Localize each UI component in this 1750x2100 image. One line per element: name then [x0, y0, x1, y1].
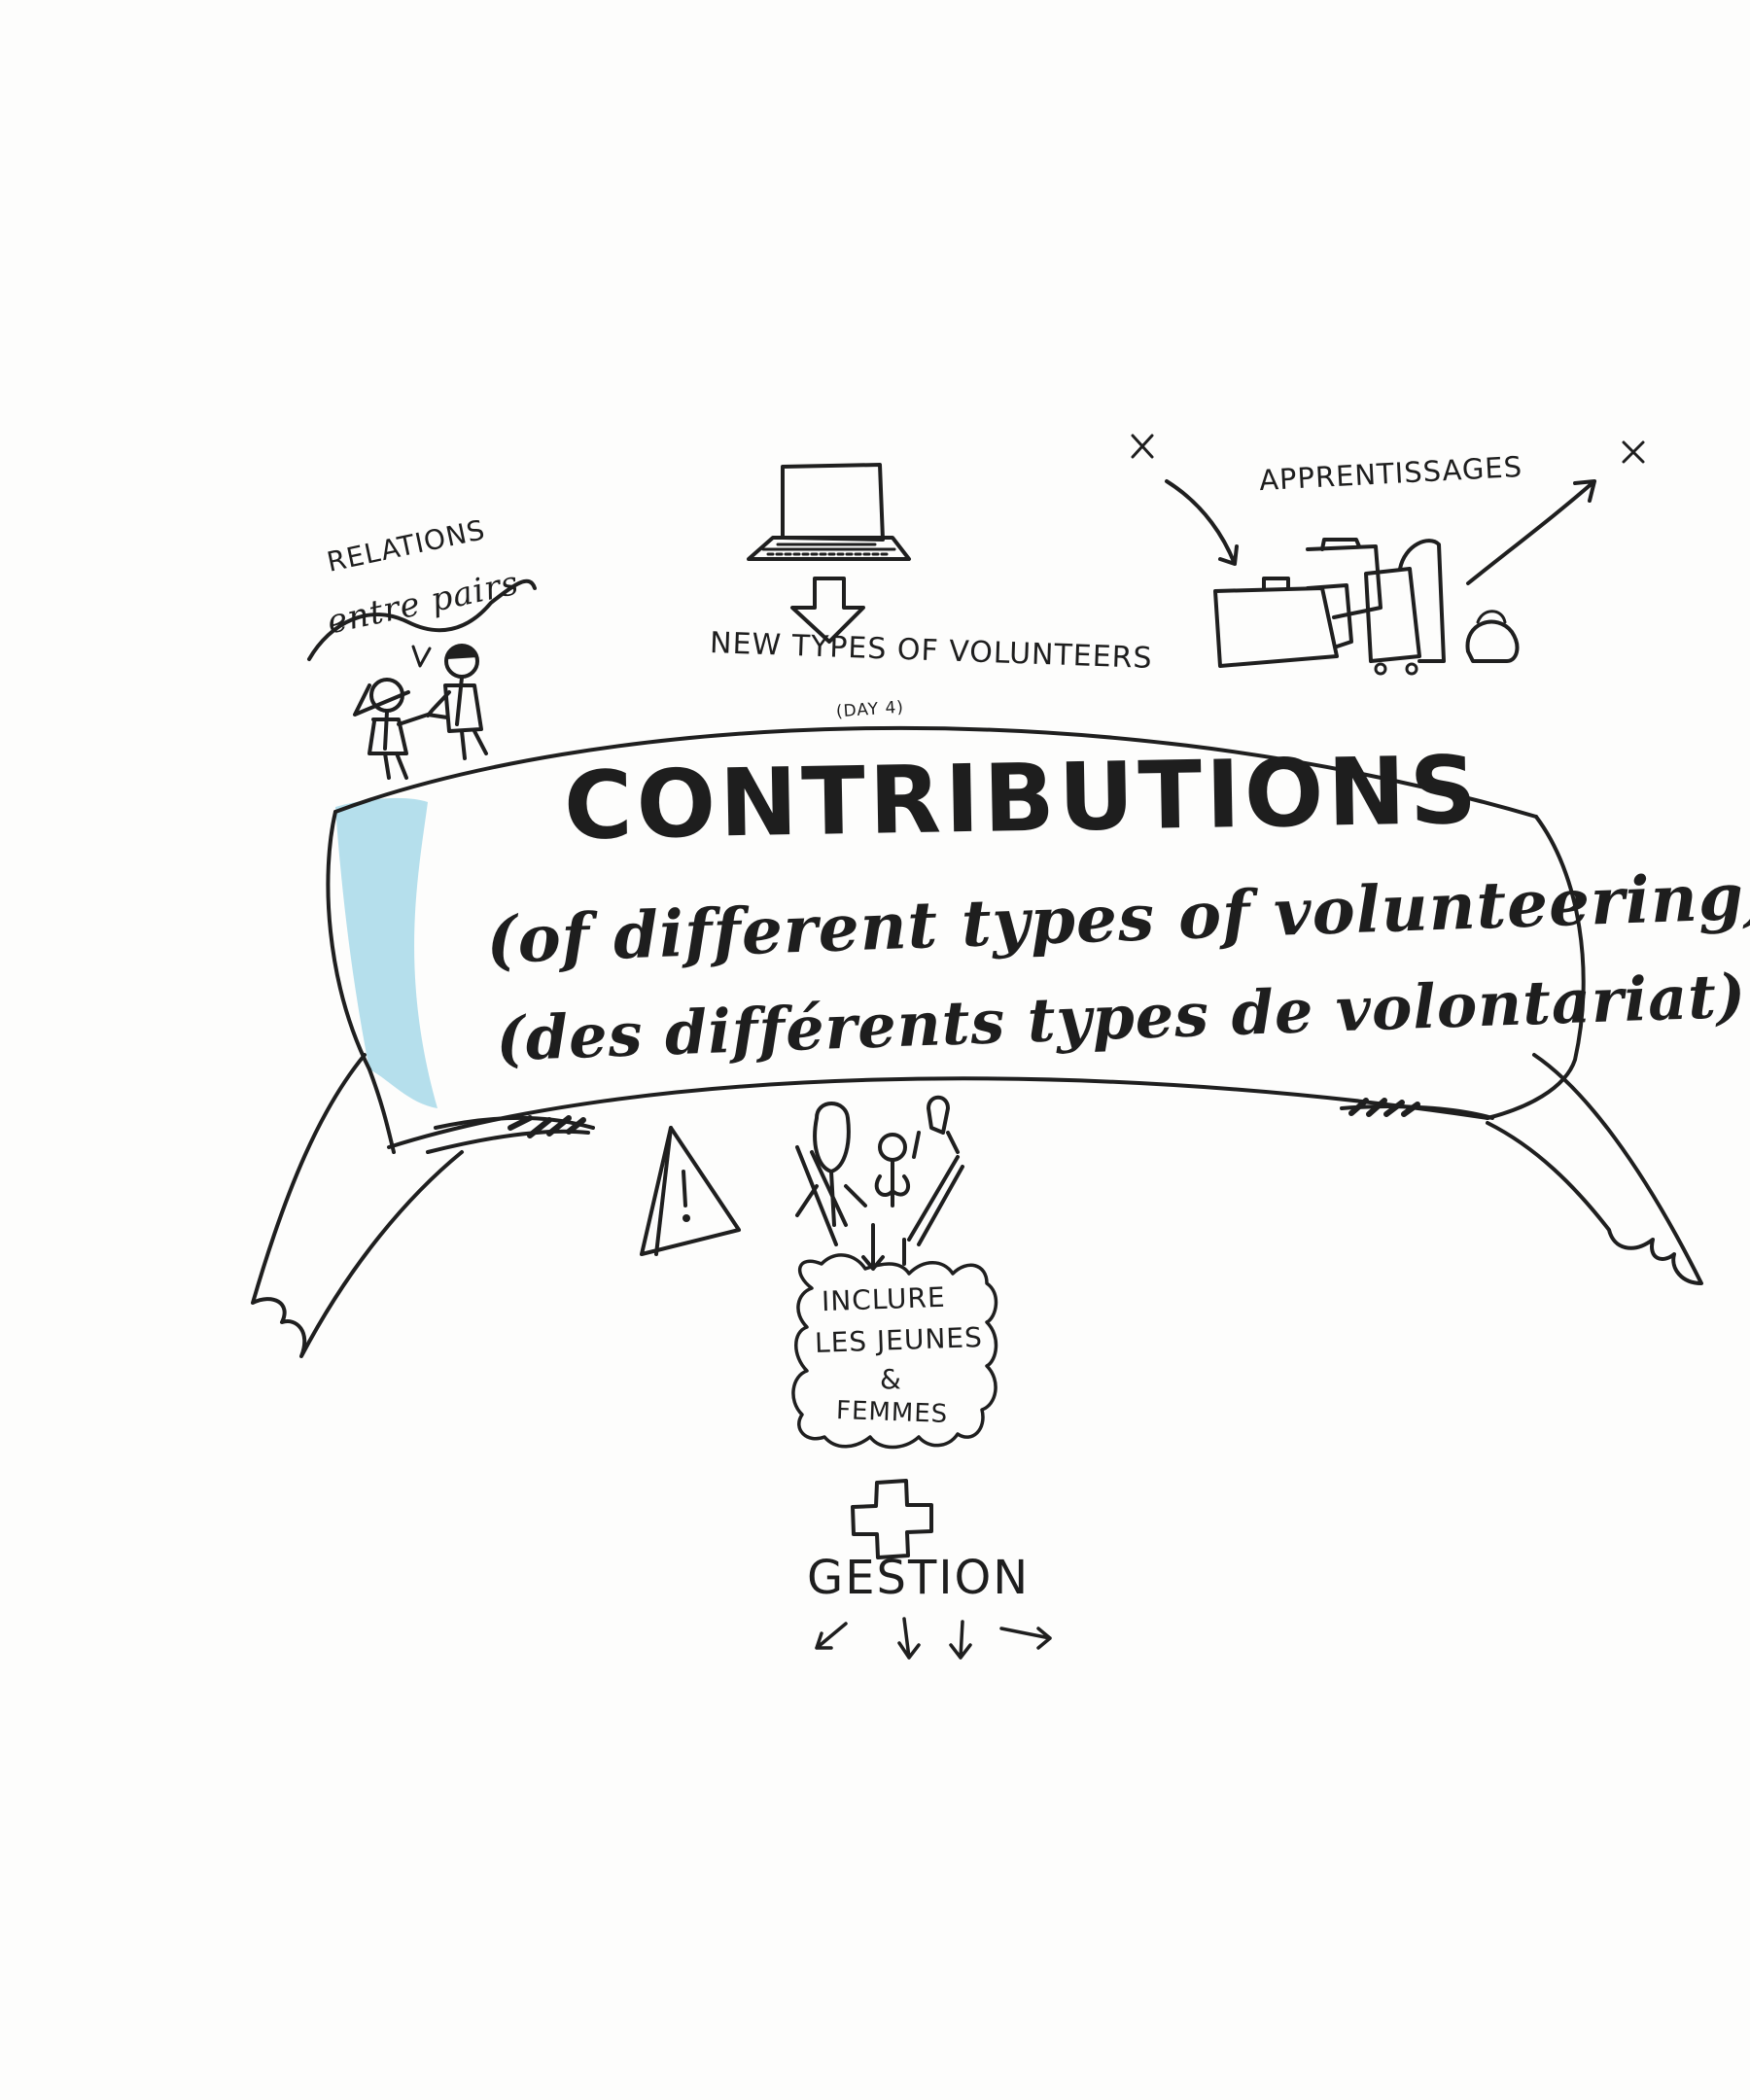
warning-triangle-icon — [640, 1126, 741, 1256]
inclure-line-4: FEMMES — [835, 1395, 949, 1430]
outlined-down-arrow-icon — [790, 577, 865, 644]
inclure-line-3: & — [880, 1363, 902, 1395]
banner-left-tail — [251, 1053, 595, 1358]
gestion-label: GESTION — [807, 1551, 1031, 1605]
inclure-line-1: INCLURE — [821, 1280, 947, 1318]
banner-body — [326, 725, 1586, 1154]
two-people-handshake-icon — [307, 578, 537, 780]
inclure-line-2: LES JEUNES — [814, 1320, 984, 1360]
banner-title: CONTRIBUTIONS — [563, 735, 1482, 861]
gestion-arrows — [815, 1617, 1052, 1660]
women-and-youth-icon — [795, 1095, 964, 1271]
banner-right-tail — [1340, 1053, 1703, 1285]
luggage-group-icon — [1131, 434, 1645, 676]
cloud-bubble-icon — [791, 1253, 998, 1450]
laptop-icon — [747, 463, 911, 561]
plus-icon — [851, 1479, 933, 1559]
